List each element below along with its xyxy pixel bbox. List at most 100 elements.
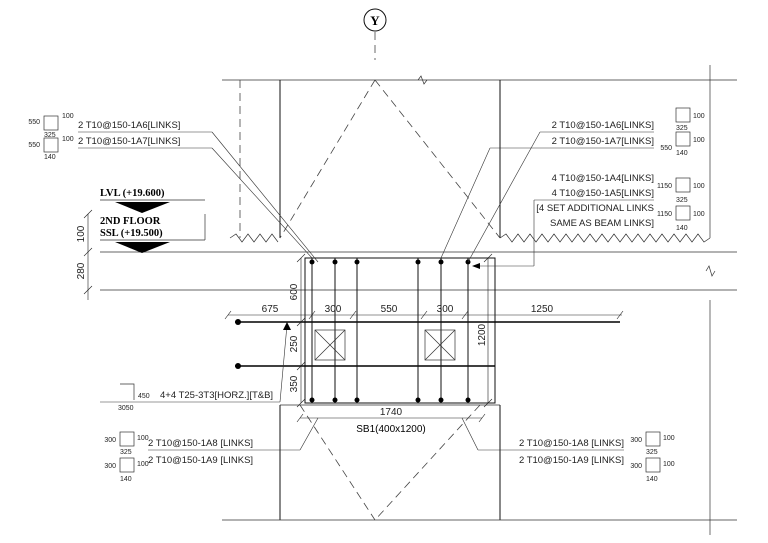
bar-shape-icon xyxy=(675,107,691,123)
leader-arrow xyxy=(283,322,291,330)
tick xyxy=(296,253,306,263)
tick xyxy=(483,253,493,263)
shape-dim: 100 xyxy=(693,137,705,144)
side-dim-100: 100 xyxy=(76,225,87,242)
shape-dim: 300 xyxy=(104,437,116,444)
tick xyxy=(483,398,493,408)
shape-dim: 100 xyxy=(693,113,705,120)
link-label: 2 T10@150-1A6[LINKS] xyxy=(552,120,654,131)
shape-dim: 3050 xyxy=(118,405,134,412)
shape-dim: 325 xyxy=(120,449,132,456)
tick xyxy=(296,317,306,327)
shape-dim: 325 xyxy=(44,132,56,139)
void-box-right xyxy=(424,329,456,361)
link-label: 2 T10@150-1A7[LINKS] xyxy=(78,136,180,147)
shape-dim: 100 xyxy=(693,183,705,190)
shape-dim: 100 xyxy=(663,435,675,442)
dim-1200: 1200 xyxy=(477,323,488,346)
shape-dim: 550 xyxy=(660,145,672,152)
link-note: [4 SET ADDITIONAL LINKS xyxy=(536,203,654,214)
side-dimensions: 100 280 xyxy=(76,209,93,300)
beam-label: SB1(400x1200) xyxy=(356,424,426,435)
shape-dim: 140 xyxy=(646,476,658,483)
break-zigzag-left xyxy=(229,233,279,243)
bar-dot xyxy=(415,397,421,403)
bar-dot xyxy=(438,259,444,265)
void-box-left xyxy=(314,329,346,361)
lvl-triangle xyxy=(115,202,170,213)
tick xyxy=(420,310,428,320)
callout-top-left: 2 T10@150-1A6[LINKS] 2 T10@150-1A7[LINKS… xyxy=(28,113,319,263)
link-note: SAME AS BEAM LINKS] xyxy=(550,218,654,229)
shape-dim: 325 xyxy=(676,125,688,132)
grid-label: Y xyxy=(370,13,380,28)
bar-shape-icon xyxy=(119,457,135,473)
tick xyxy=(478,413,486,423)
shape-dim: 140 xyxy=(676,225,688,232)
link-label: 2 T10@150-1A9 [LINKS] xyxy=(148,455,253,466)
link-label: 2 T10@150-1A9 [LINKS] xyxy=(519,455,624,466)
tick xyxy=(83,247,93,257)
main-bar-label: 4+4 T25-3T3[HORZ.][T&B] xyxy=(160,390,273,401)
shape-dim: 100 xyxy=(62,113,74,120)
leader-arrow xyxy=(472,263,480,269)
leader xyxy=(211,147,313,259)
ssl-label: SSL (+19.500) xyxy=(100,228,163,239)
bar-dot xyxy=(309,397,315,403)
shape-dim: 300 xyxy=(630,437,642,444)
tick xyxy=(308,310,316,320)
side-dim-280: 280 xyxy=(76,262,87,279)
shape-dim: 550 xyxy=(28,119,40,126)
link-label: 2 T10@150-1A8 [LINKS] xyxy=(148,438,253,449)
grid-bubble xyxy=(363,8,387,32)
bar-shape-icon xyxy=(43,137,59,153)
callout-bottom-right: 2 T10@150-1A8 [LINKS] 2 T10@150-1A9 [LIN… xyxy=(461,417,675,483)
bar-shape-icon xyxy=(675,131,691,147)
bar-dots-bottom xyxy=(309,397,471,403)
leader xyxy=(279,324,288,403)
leader xyxy=(461,417,479,451)
shape-dim: 100 xyxy=(693,211,705,218)
leader xyxy=(440,147,491,259)
void-cross xyxy=(424,329,456,361)
tick xyxy=(224,310,232,320)
bar-dot xyxy=(415,259,421,265)
tick xyxy=(461,310,469,320)
diagonal-dashed-2 xyxy=(374,79,501,239)
bar-dot xyxy=(332,397,338,403)
lower-beam xyxy=(222,300,737,535)
shape-dim: 450 xyxy=(138,393,150,400)
tick xyxy=(296,413,304,423)
bar-shape-icon xyxy=(675,177,691,193)
bar-dot xyxy=(438,397,444,403)
shape-dim: 140 xyxy=(44,154,56,161)
tick xyxy=(296,398,306,408)
joint-reinforcement xyxy=(235,257,620,404)
leader xyxy=(467,131,541,263)
dim-300-right: 300 xyxy=(437,304,454,315)
shape-dim: 325 xyxy=(676,197,688,204)
leader xyxy=(211,131,319,263)
break-mark-top xyxy=(417,75,428,85)
callout-top-right: 2 T10@150-1A6[LINKS] 2 T10@150-1A7[LINKS… xyxy=(440,107,705,269)
bar-dot xyxy=(309,259,315,265)
joint-outer-link xyxy=(304,257,496,404)
bar-end-dot xyxy=(235,319,241,325)
shape-dim: 100 xyxy=(137,461,149,468)
bar-dots-top xyxy=(309,259,471,265)
link-label: 2 T10@150-1A7[LINKS] xyxy=(552,136,654,147)
dim-250: 250 xyxy=(289,335,300,352)
shape-dim: 140 xyxy=(120,476,132,483)
link-label: 2 T10@150-1A6[LINKS] xyxy=(78,120,180,131)
break-mark-slab xyxy=(705,265,716,277)
bar-end-dot xyxy=(235,363,241,369)
shape-dim: 550 xyxy=(28,142,40,149)
bar-shape-icon xyxy=(645,431,661,447)
dim-550: 550 xyxy=(381,304,398,315)
tick xyxy=(83,285,93,295)
dim-600: 600 xyxy=(289,283,300,300)
ssl-triangle xyxy=(115,242,170,253)
grid-axis-y: Y xyxy=(363,8,387,60)
leader xyxy=(299,417,319,451)
shape-dim: 100 xyxy=(62,136,74,143)
